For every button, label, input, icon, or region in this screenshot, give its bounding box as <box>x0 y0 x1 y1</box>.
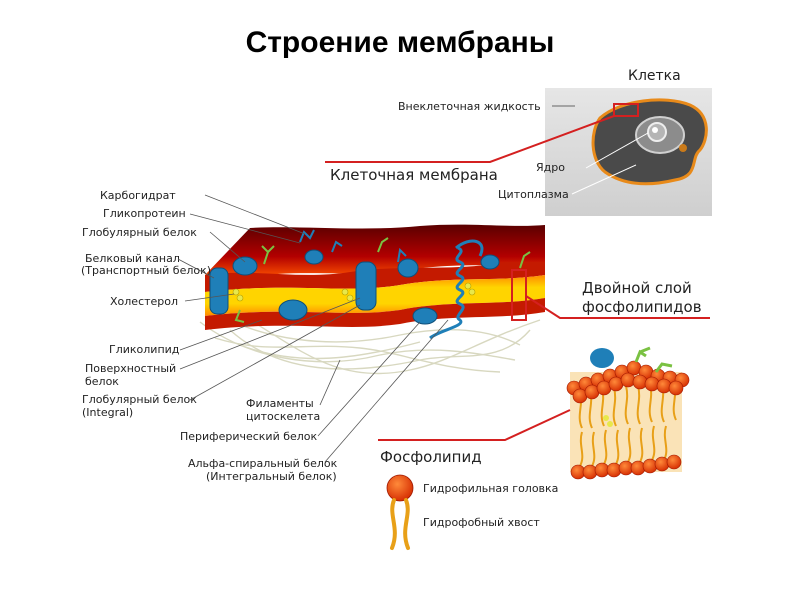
label-filaments-1: Филаменты <box>246 397 314 410</box>
phospholipid-heading: Фосфолипид <box>380 448 482 466</box>
protein-channel-left <box>209 267 229 315</box>
leader-cytoplasm <box>571 164 637 195</box>
glycolipid-chains <box>234 237 531 323</box>
label-bilayer-1: Двойной слой <box>582 279 692 297</box>
alpha-helix-protein <box>429 246 465 340</box>
block-glycolipid <box>634 346 673 373</box>
cytoskeleton-filaments <box>199 309 541 375</box>
bilayer-block <box>566 346 690 480</box>
label-surface-protein-1: Поверхностный <box>85 362 176 375</box>
callout-bilayer <box>525 295 710 319</box>
callout-phospholipid <box>378 409 571 441</box>
cell-panel: Клетка Внеклеточная жидкость Ядро Цитопл… <box>325 68 712 216</box>
organelle-dot <box>679 144 687 152</box>
label-carbohydrate: Карбогидрат <box>100 189 176 202</box>
label-extracellular-fluid: Внеклеточная жидкость <box>398 100 541 113</box>
upper-heads <box>566 360 690 404</box>
block-protein <box>590 348 614 368</box>
zoom-box <box>613 103 639 117</box>
label-globular-integral-1: Глобулярный белок <box>82 393 197 406</box>
peripheral-protein-2 <box>412 307 438 325</box>
cholesterol-molecules <box>232 282 476 302</box>
small-protein <box>304 249 324 265</box>
label-hydrophilic-head: Гидрофильная головка <box>423 482 558 495</box>
label-globular-protein: Глобулярный белок <box>82 226 197 239</box>
globular-integral-protein <box>355 261 377 311</box>
label-alpha-helix-1: Альфа-спиральный белок <box>188 457 338 470</box>
membrane-bilayer: Двойной слой фосфолипидов <box>199 224 710 375</box>
phospholipid-head-icon <box>386 474 414 502</box>
protein-right <box>397 258 419 278</box>
label-filaments-2: цитоскелета <box>246 410 320 423</box>
label-cholesterol: Холестерол <box>110 295 178 308</box>
alpha-helix-loop <box>455 239 484 257</box>
page-title: Строение мембраны <box>245 26 555 59</box>
label-peripheral-protein: Периферический белок <box>180 430 318 443</box>
label-protein-channel-2: (Транспортный белок) <box>81 264 211 277</box>
carbohydrate-chains <box>299 229 407 263</box>
label-glycolipid: Гликолипид <box>109 343 180 356</box>
lower-heads-front <box>205 298 545 330</box>
label-nucleus: Ядро <box>536 161 565 174</box>
phospholipid-panel: Фосфолипид Гидрофильная головка Гидрофоб… <box>378 346 690 550</box>
peripheral-protein <box>278 299 308 321</box>
nucleolus <box>652 127 658 133</box>
label-cytoplasm: Цитоплазма <box>498 188 569 201</box>
lower-heads <box>570 454 682 480</box>
label-cell-membrane: Клеточная мембрана <box>330 166 498 184</box>
protein-far-right <box>480 254 500 270</box>
label-hydrophobic-tail: Гидрофобный хвост <box>423 516 540 529</box>
leader-nucleus <box>585 132 649 169</box>
membrane-labels: Карбогидрат Гликопротеин Глобулярный бел… <box>81 189 449 483</box>
label-globular-integral-2: (Integral) <box>82 406 133 419</box>
callout-cell-membrane <box>325 115 615 163</box>
label-surface-protein-2: белок <box>85 375 119 388</box>
membrane-proteins <box>209 249 500 325</box>
phospholipid-tail-icon <box>390 498 410 550</box>
globular-protein-surface <box>232 256 258 276</box>
label-glycoprotein: Гликопротеин <box>103 207 186 220</box>
upper-leaflet <box>205 224 545 278</box>
label-alpha-helix-2: (Интегральный белок) <box>206 470 337 483</box>
cell-heading: Клетка <box>628 68 681 84</box>
bilayer-zoom-box <box>511 269 527 321</box>
label-bilayer-2: фосфолипидов <box>582 298 702 316</box>
label-protein-channel-1: Белковый канал <box>85 252 180 265</box>
